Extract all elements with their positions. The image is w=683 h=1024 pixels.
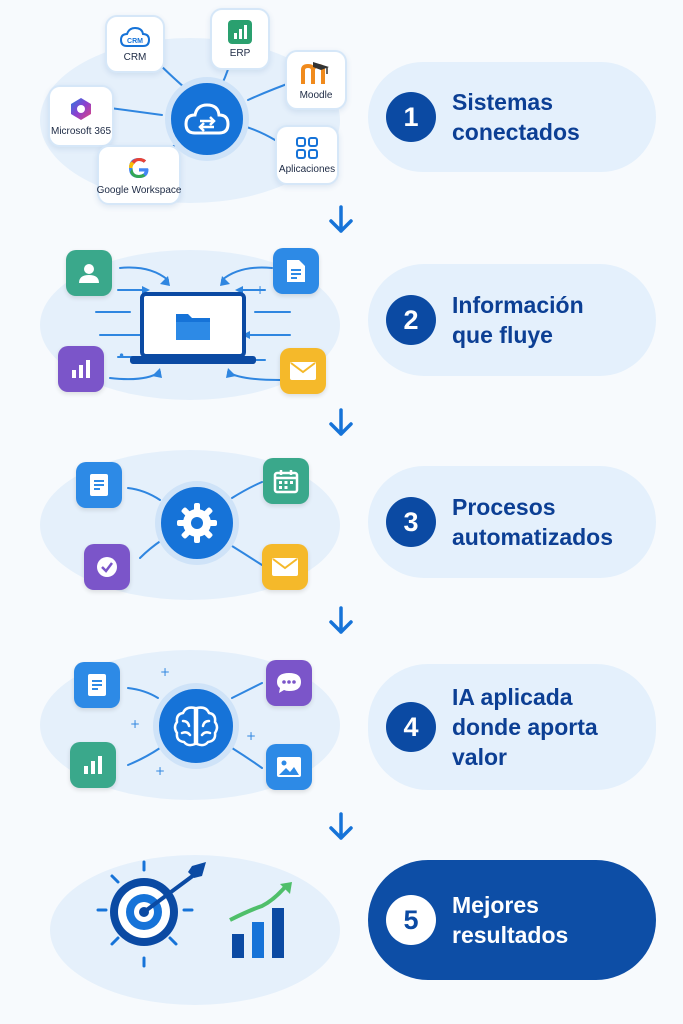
crm-glyph: CRM — [127, 38, 143, 45]
cloud-sync-icon — [184, 103, 230, 135]
step-3-card: 3 Procesos automatizados — [368, 466, 656, 578]
step5-illustration-bg — [50, 855, 340, 1005]
svg-text:+: + — [246, 729, 256, 743]
step-5-number: 5 — [386, 895, 436, 945]
user-tile — [66, 250, 112, 296]
crm-label: CRM — [123, 51, 147, 63]
svg-text:•: • — [118, 349, 125, 363]
mail-icon — [290, 362, 316, 380]
document-tile — [76, 462, 122, 508]
step-1-number: 1 — [386, 92, 436, 142]
laptop-folder-icon — [130, 292, 256, 364]
mail-icon — [272, 558, 298, 576]
apps-card: Aplicaciones — [275, 125, 339, 185]
apps-grid-icon — [296, 136, 318, 159]
bar-chart-icon — [84, 756, 102, 774]
step-2-number: 2 — [386, 295, 436, 345]
document-icon — [88, 674, 106, 696]
microsoft365-label: Microsoft 365 — [50, 125, 112, 137]
step-5-card: 5 Mejores resultados — [368, 860, 656, 980]
automation-hub — [155, 481, 239, 565]
document-tile — [273, 248, 319, 294]
image-tile — [266, 744, 312, 790]
step-1-title: Sistemas conectados — [452, 89, 580, 145]
laptop — [128, 290, 258, 368]
target-icon — [96, 860, 206, 968]
target-graphic — [88, 858, 218, 968]
microsoft365-icon — [71, 97, 91, 120]
chat-tile — [266, 660, 312, 706]
document-icon — [287, 260, 305, 282]
document-icon — [90, 474, 108, 496]
down-arrow-icon — [329, 812, 353, 840]
step-3-title: Procesos automatizados — [452, 494, 614, 550]
bar-chart-icon — [228, 19, 252, 44]
gear-icon — [177, 503, 217, 543]
moodle-label: Moodle — [299, 89, 333, 101]
check-tile — [84, 544, 130, 590]
stats-tile — [58, 346, 104, 392]
chart-tile — [70, 742, 116, 788]
calendar-icon — [273, 470, 299, 494]
mail-tile — [280, 348, 326, 394]
bar-chart-icon — [72, 360, 90, 378]
cloud-icon: CRM — [120, 26, 150, 47]
step-5-title: Mejores resultados — [452, 892, 569, 948]
microsoft365-card: Microsoft 365 — [48, 85, 114, 147]
step-2-title: Información que fluye — [452, 292, 584, 348]
svg-text:+: + — [155, 764, 165, 778]
google-workspace-card: Google Workspace — [97, 145, 181, 205]
growth-chart-icon — [229, 882, 292, 958]
down-arrow-icon — [329, 205, 353, 233]
step-4-card: 4 IA aplicada donde aporta valor — [368, 664, 656, 790]
google-icon — [129, 157, 149, 178]
step-4-title: IA aplicada donde aporta valor — [452, 684, 598, 770]
chat-icon — [277, 673, 301, 693]
step-1-card: 1 Sistemas conectados — [368, 62, 656, 172]
ai-hub — [153, 683, 239, 769]
cloud-sync-hub — [165, 77, 249, 161]
brain-icon — [173, 706, 219, 747]
growth-graphic — [228, 880, 298, 960]
svg-text:+: + — [160, 665, 170, 679]
down-arrow-icon — [329, 408, 353, 436]
svg-text:+: + — [255, 283, 265, 297]
step-2-card: 2 Información que fluye — [368, 264, 656, 376]
moodle-icon — [301, 61, 329, 84]
erp-card: ERP — [210, 8, 270, 70]
calendar-tile — [263, 458, 309, 504]
erp-label: ERP — [229, 47, 251, 59]
crm-card: CRM CRM — [105, 15, 165, 73]
moodle-card: Moodle — [285, 50, 347, 110]
step-3-number: 3 — [386, 497, 436, 547]
apps-label: Aplicaciones — [278, 163, 336, 175]
mail-tile — [262, 544, 308, 590]
step-4-number: 4 — [386, 702, 436, 752]
check-badge-icon — [97, 557, 117, 577]
google-workspace-label: Google Workspace — [96, 184, 182, 196]
user-icon — [79, 264, 99, 283]
svg-text:+: + — [130, 717, 140, 731]
document-tile — [74, 662, 120, 708]
image-icon — [277, 757, 301, 777]
down-arrow-icon — [329, 606, 353, 634]
